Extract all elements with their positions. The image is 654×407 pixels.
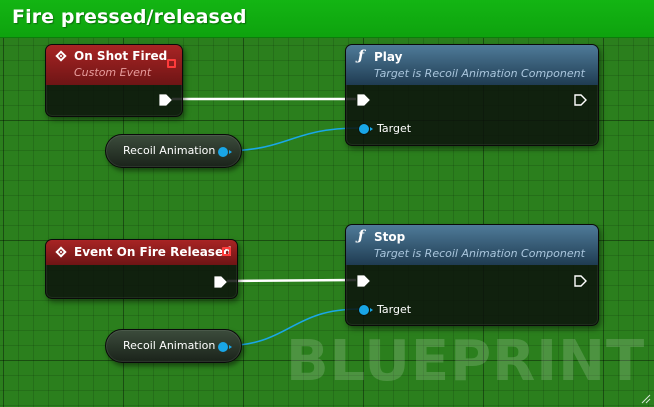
node-play[interactable]: ƒ Play Target is Recoil Animation Compon… bbox=[345, 44, 599, 146]
target-input-pin[interactable] bbox=[359, 305, 373, 315]
exec-input-pin[interactable] bbox=[357, 275, 371, 287]
resize-grip-icon[interactable] bbox=[641, 394, 651, 404]
event-diamond-icon bbox=[55, 246, 67, 258]
variable-node-recoil-animation[interactable]: Recoil Animation bbox=[105, 329, 242, 363]
exec-wire-fire-released-to-stop[interactable] bbox=[226, 278, 357, 283]
node-on-shot-fired[interactable]: On Shot Fired Custom Event bbox=[45, 44, 183, 117]
function-icon: ƒ bbox=[358, 48, 365, 64]
node-title: On Shot Fired bbox=[74, 49, 168, 63]
blueprint-watermark: BLUEPRINT bbox=[286, 329, 646, 394]
node-title: Event On Fire Released bbox=[74, 245, 232, 259]
object-wire-recoil-to-play-target[interactable] bbox=[221, 127, 361, 152]
delegate-pin[interactable] bbox=[167, 59, 176, 68]
variable-label: Recoil Animation bbox=[123, 144, 216, 157]
exec-output-pin[interactable] bbox=[159, 94, 173, 106]
exec-input-pin[interactable] bbox=[357, 94, 371, 106]
node-subtitle: Custom Event bbox=[74, 66, 152, 79]
exec-output-pin[interactable] bbox=[214, 276, 228, 288]
node-header: ƒ Stop Target is Recoil Animation Compon… bbox=[346, 225, 598, 265]
comment-box-header[interactable]: Fire pressed/released bbox=[0, 0, 654, 38]
comment-title: Fire pressed/released bbox=[12, 6, 247, 28]
node-stop[interactable]: ƒ Stop Target is Recoil Animation Compon… bbox=[345, 224, 599, 326]
node-title: Play bbox=[374, 50, 403, 64]
delegate-pin[interactable] bbox=[222, 247, 231, 256]
object-wire-recoil-to-stop-target[interactable] bbox=[221, 308, 361, 347]
target-input-pin[interactable] bbox=[359, 124, 373, 134]
node-header: Event On Fire Released bbox=[46, 240, 237, 265]
node-title: Stop bbox=[374, 230, 406, 244]
exec-output-pin[interactable] bbox=[574, 94, 588, 106]
object-output-pin[interactable] bbox=[218, 342, 232, 352]
variable-label: Recoil Animation bbox=[123, 339, 216, 352]
function-icon: ƒ bbox=[358, 228, 365, 244]
target-pin-label: Target bbox=[377, 122, 412, 135]
node-header: ƒ Play Target is Recoil Animation Compon… bbox=[346, 45, 598, 85]
event-diamond-icon bbox=[55, 50, 67, 62]
node-subtitle: Target is Recoil Animation Component bbox=[374, 247, 585, 260]
exec-output-pin[interactable] bbox=[574, 275, 588, 287]
target-pin-label: Target bbox=[377, 303, 412, 316]
variable-node-recoil-animation[interactable]: Recoil Animation bbox=[105, 134, 242, 168]
object-output-pin[interactable] bbox=[218, 147, 232, 157]
node-event-on-fire-released[interactable]: Event On Fire Released bbox=[45, 239, 238, 299]
node-header: On Shot Fired Custom Event bbox=[46, 45, 182, 85]
node-subtitle: Target is Recoil Animation Component bbox=[374, 67, 585, 80]
